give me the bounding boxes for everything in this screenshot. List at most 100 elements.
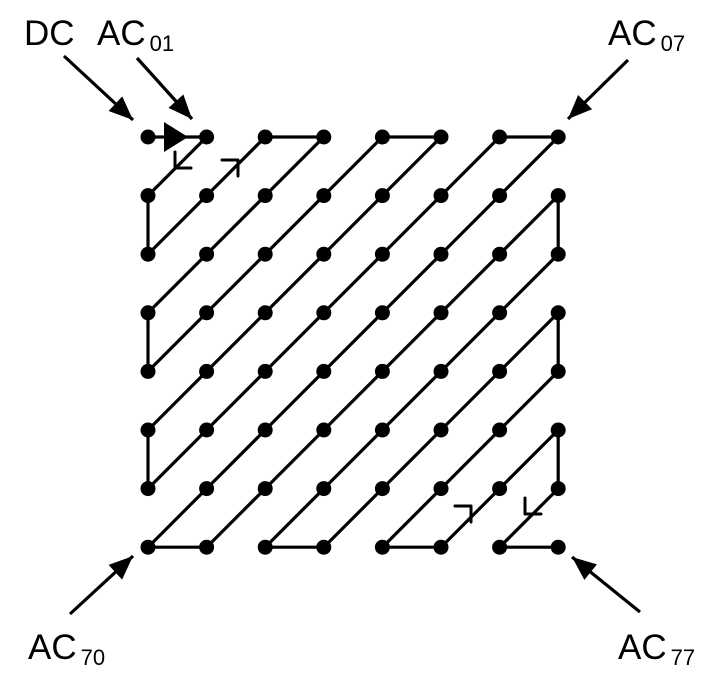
coefficient-dot bbox=[492, 246, 508, 262]
scan-path-segment bbox=[498, 487, 560, 549]
scan-path-segment bbox=[146, 194, 209, 256]
scan-path-segment bbox=[439, 135, 502, 198]
coefficient-dot bbox=[257, 188, 273, 204]
scan-path-segment bbox=[205, 369, 267, 432]
scan-path-segment bbox=[146, 311, 209, 373]
coefficient-dot bbox=[550, 305, 566, 321]
coefficient-dot bbox=[199, 539, 215, 555]
scan-path-segment bbox=[205, 487, 267, 549]
coefficient-dot bbox=[492, 481, 508, 497]
scan-path-segment bbox=[263, 311, 326, 373]
scan-path-segment bbox=[498, 135, 560, 198]
coefficient-dot bbox=[257, 422, 273, 438]
scan-path-segment bbox=[146, 369, 209, 432]
scan-path-segment bbox=[322, 487, 384, 549]
scan-path-segment bbox=[439, 194, 502, 256]
scan-path-segment bbox=[380, 487, 443, 549]
coefficient-dot bbox=[140, 539, 156, 555]
coefficient-dot bbox=[257, 246, 273, 262]
scan-path-segment bbox=[322, 369, 384, 432]
coefficient-dot bbox=[316, 305, 332, 321]
arrow-ac01-head-icon bbox=[168, 94, 192, 119]
coefficient-dot bbox=[199, 422, 215, 438]
scan-path-segment bbox=[263, 252, 326, 315]
coefficient-dot bbox=[199, 188, 215, 204]
scan-path-segment bbox=[263, 194, 326, 256]
coefficient-dot bbox=[140, 422, 156, 438]
coefficient-dot bbox=[199, 246, 215, 262]
coefficient-dot bbox=[140, 129, 156, 145]
coefficient-dot bbox=[257, 481, 273, 497]
coefficient-dot bbox=[492, 129, 508, 145]
coefficient-dot bbox=[257, 305, 273, 321]
scan-path-segment bbox=[439, 311, 502, 373]
coefficient-dot bbox=[433, 481, 449, 497]
scan-path-segment bbox=[498, 194, 560, 256]
scan-path-segment bbox=[498, 311, 560, 373]
label-ac07-sub: 07 bbox=[660, 31, 686, 56]
coefficient-dot bbox=[374, 305, 390, 321]
scan-path-segment bbox=[498, 252, 560, 315]
coefficient-dot bbox=[374, 188, 390, 204]
label-ac01-main: AC bbox=[97, 14, 146, 53]
direction-marker-icon bbox=[173, 150, 193, 170]
scan-path-segment bbox=[380, 311, 443, 373]
scan-path-segment bbox=[146, 428, 209, 491]
coefficient-dot bbox=[140, 481, 156, 497]
scan-path-segment bbox=[322, 194, 384, 256]
label-ac70-sub: 70 bbox=[80, 645, 106, 670]
coefficient-dot bbox=[316, 246, 332, 262]
coefficient-dot bbox=[492, 363, 508, 379]
scan-path-segment bbox=[439, 369, 502, 432]
direction-arrowhead-icon bbox=[164, 122, 188, 152]
coefficient-dot bbox=[316, 481, 332, 497]
scan-path-segment bbox=[263, 135, 326, 198]
label-ac01-sub: 01 bbox=[149, 31, 175, 56]
scan-path-segment bbox=[263, 369, 326, 432]
scan-path-segment bbox=[146, 487, 209, 549]
scan-path-segment bbox=[322, 135, 384, 198]
coefficient-dot bbox=[550, 188, 566, 204]
scan-path-segment bbox=[439, 428, 502, 491]
scan-path-segment bbox=[205, 311, 267, 373]
coefficient-dot bbox=[492, 305, 508, 321]
label-ac70-main: AC bbox=[28, 628, 77, 667]
coefficient-dot bbox=[550, 246, 566, 262]
direction-marker-icon bbox=[453, 504, 473, 524]
coefficient-dot bbox=[199, 305, 215, 321]
label-dc-text: DC bbox=[24, 14, 75, 53]
coefficient-dot bbox=[257, 129, 273, 145]
coefficient-dot bbox=[433, 539, 449, 555]
coefficient-dot bbox=[140, 246, 156, 262]
coefficient-dot bbox=[433, 129, 449, 145]
coefficient-dot bbox=[433, 422, 449, 438]
coefficient-dot bbox=[257, 363, 273, 379]
coefficient-dot bbox=[140, 188, 156, 204]
coefficient-dot bbox=[374, 422, 390, 438]
coefficient-dot bbox=[140, 363, 156, 379]
scan-path-segment bbox=[263, 487, 326, 549]
coefficient-dot bbox=[433, 305, 449, 321]
scan-path-segment bbox=[380, 252, 443, 315]
coefficient-dot bbox=[374, 129, 390, 145]
arrow-ac70-head-icon bbox=[108, 556, 133, 580]
coefficient-dot bbox=[316, 188, 332, 204]
scan-path-segment bbox=[439, 252, 502, 315]
scan-path-segment bbox=[498, 369, 560, 432]
coefficient-dot bbox=[257, 539, 273, 555]
coefficient-dot bbox=[374, 481, 390, 497]
scan-path-segment bbox=[205, 252, 267, 315]
label-dc: DC bbox=[24, 16, 75, 51]
direction-marker-icon bbox=[220, 158, 240, 178]
coefficient-dot bbox=[140, 305, 156, 321]
scan-path-segment bbox=[322, 428, 384, 491]
label-ac77-main: AC bbox=[618, 628, 667, 667]
scan-path-segment bbox=[380, 135, 443, 198]
coefficient-dot bbox=[550, 363, 566, 379]
